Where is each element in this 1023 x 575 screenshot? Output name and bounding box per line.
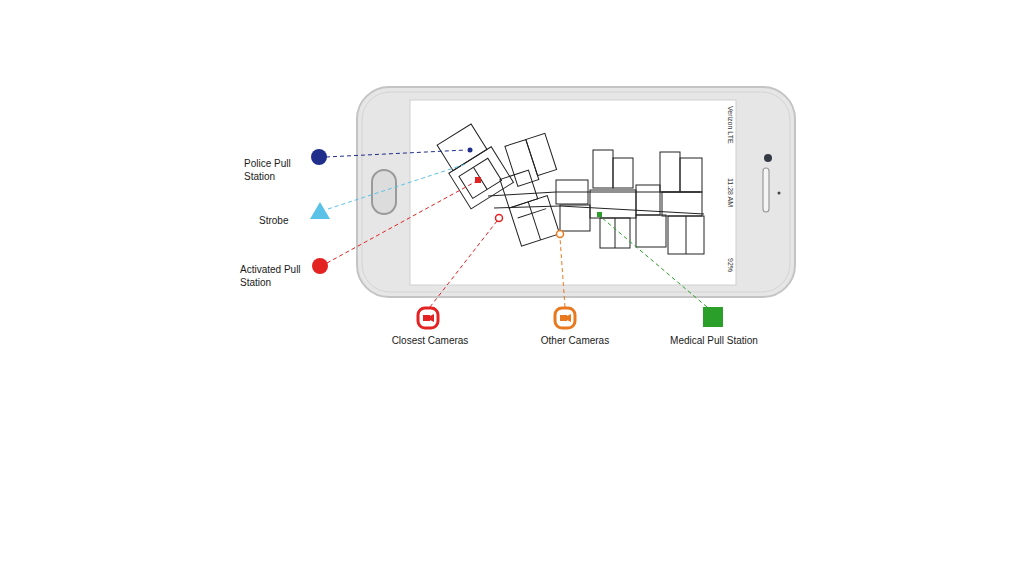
callout-label: Police Pull Station	[244, 157, 306, 183]
status-bar-text: 92%	[726, 258, 734, 272]
status-bar-text: Verizon LTE	[726, 106, 734, 144]
callout-label: Strobe	[259, 214, 309, 227]
callout-label: Closest Cameras	[375, 334, 485, 347]
status-bar-text: 11:28 AM	[726, 178, 734, 207]
callout-label: Medical Pull Station	[649, 334, 779, 347]
callout-label: Activated Pull Station	[240, 263, 312, 289]
callout-label: Other Cameras	[520, 334, 630, 347]
